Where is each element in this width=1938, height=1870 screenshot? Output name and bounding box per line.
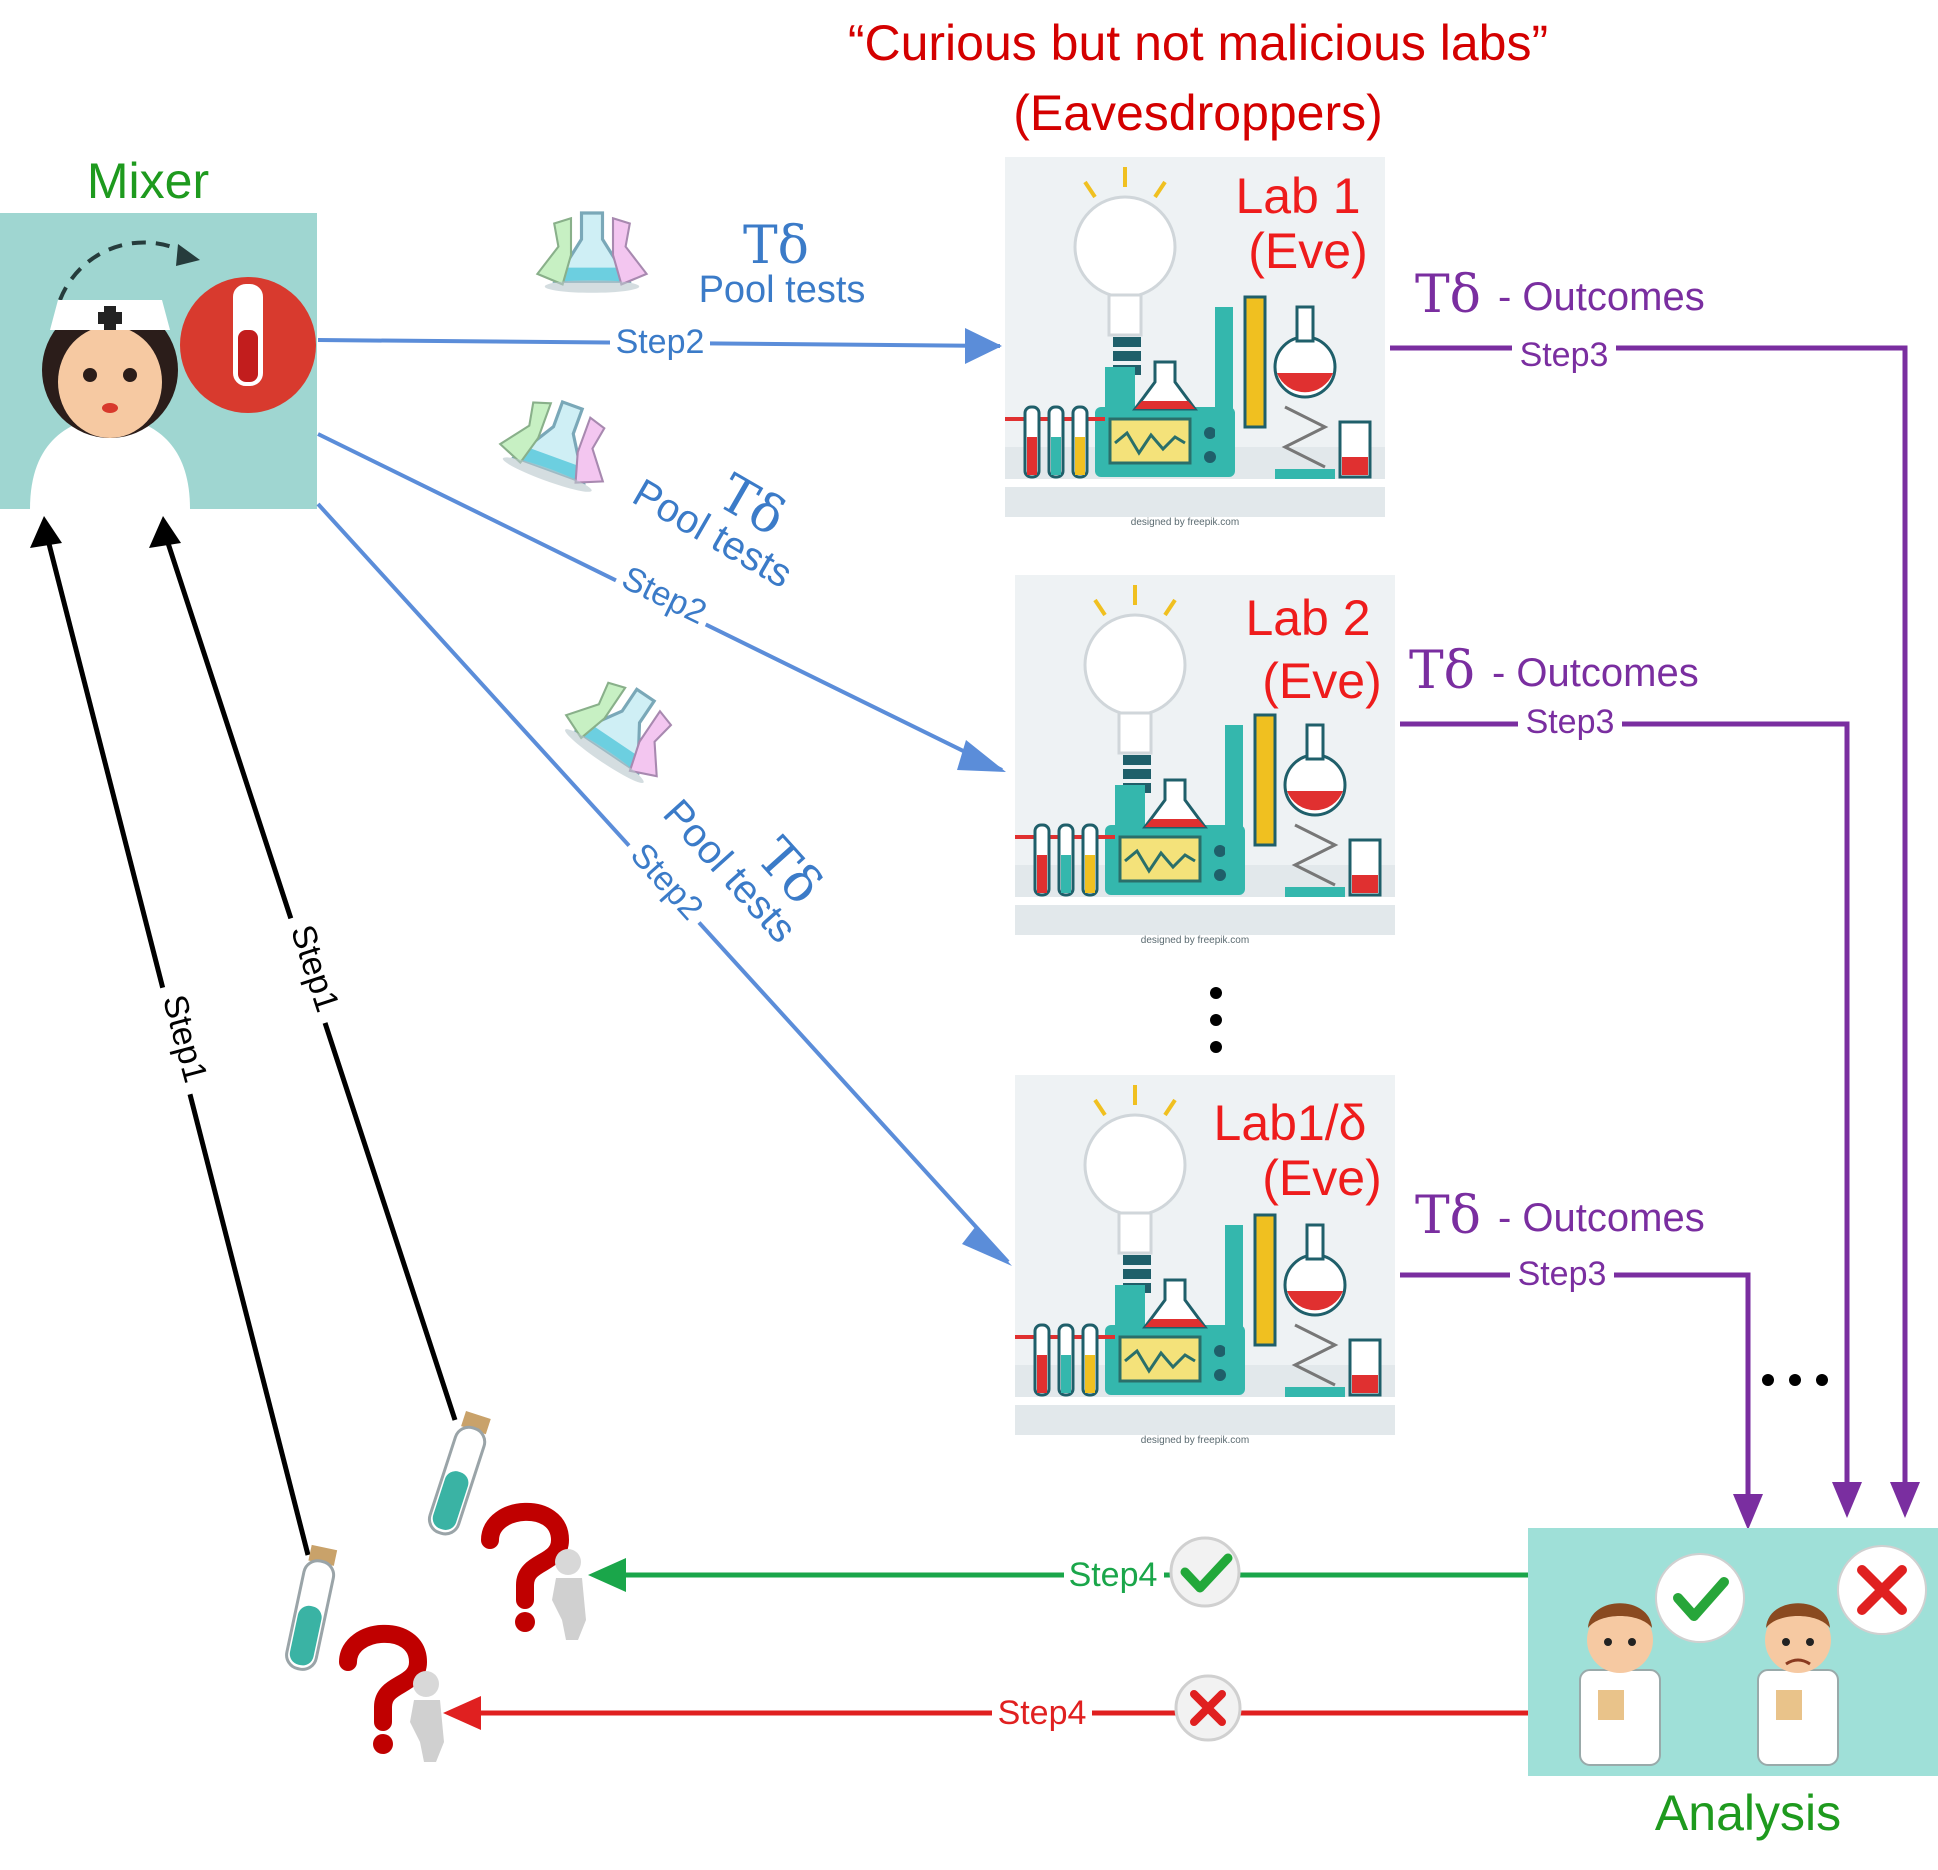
- step4-positive-text: Step4: [1069, 1556, 1158, 1594]
- step4-negative-text: Step4: [998, 1694, 1087, 1732]
- outcomes-label-3: - Outcomes: [1498, 1196, 1705, 1240]
- lab-credit: designed by freepik.com: [1141, 1435, 1249, 1446]
- cross-icon: [1174, 1674, 1242, 1742]
- lab-1-role: (Eve): [1248, 223, 1367, 279]
- step2-label-lab1: Step2: [610, 323, 710, 361]
- lab-1-name: Lab 1: [1235, 168, 1360, 224]
- outcomes-label-1: - Outcomes: [1498, 275, 1705, 319]
- step2-label-lab2: Step2: [611, 558, 717, 633]
- lab-n: designed by freepik.com: [1013, 1073, 1397, 1446]
- step3-text: Step3: [1526, 703, 1615, 741]
- lab-n-role: (Eve): [1262, 1150, 1381, 1206]
- flask-icon: [492, 385, 626, 501]
- outcomes-label-2: - Outcomes: [1492, 651, 1699, 695]
- lab-2: designed by freepik.com: [1013, 573, 1397, 946]
- step3-path-lab2: [1400, 721, 1862, 1518]
- lab-credit: designed by freepik.com: [1131, 517, 1239, 528]
- step4-positive-label: Step4: [1064, 1556, 1164, 1594]
- step3-path-labn: [1400, 1272, 1763, 1530]
- flask-icon: [535, 211, 649, 295]
- step3-path-lab1: [1390, 345, 1920, 1518]
- step3-horizontal-ellipsis: [1762, 1374, 1828, 1386]
- step1-text: Step1: [283, 920, 347, 1016]
- doctor-approve-icon: [1579, 1553, 1745, 1766]
- flask-icon: [554, 663, 693, 794]
- step2-text: Step2: [616, 559, 713, 632]
- step4-negative-arrow: [443, 1696, 1528, 1730]
- analysis-label: Analysis: [1655, 1785, 1841, 1841]
- question-person-icon: [328, 1622, 468, 1762]
- step4-negative-label: Step4: [992, 1694, 1092, 1732]
- header-title-line1: “Curious but not malicious labs”: [848, 15, 1548, 71]
- lab-credit: designed by freepik.com: [1141, 935, 1249, 946]
- header-title-line2: (Eavesdroppers): [1013, 85, 1383, 141]
- outcomes-symbol-3: Tδ: [1415, 1186, 1481, 1246]
- pool-symbol-1: Tδ: [743, 216, 809, 276]
- outcomes-symbol-1: Tδ: [1415, 265, 1481, 325]
- question-person-icon: [470, 1500, 610, 1640]
- step1-label-left: Step1: [152, 980, 218, 1097]
- mixer-label: Mixer: [87, 153, 209, 209]
- lab-n-name: Lab1/δ: [1214, 1095, 1367, 1151]
- step4-positive-arrow: [588, 1558, 1528, 1592]
- step3-label-lab1: Step3: [1512, 332, 1616, 374]
- analysis-panel: [1528, 1528, 1938, 1776]
- lab-2-role: (Eve): [1262, 653, 1381, 709]
- lab-1: designed by freepik.com: [1003, 155, 1387, 528]
- step3-label-labn: Step3: [1510, 1255, 1614, 1293]
- step3-label-lab2: Step3: [1518, 703, 1622, 741]
- lab-2-name: Lab 2: [1245, 590, 1370, 646]
- step1-label-right: Step1: [279, 910, 350, 1027]
- step3-text: Step3: [1520, 336, 1609, 374]
- nurse-icon: [0, 213, 317, 509]
- pool-label-1: Pool tests: [699, 269, 866, 311]
- lab-vertical-ellipsis: [1210, 987, 1222, 1053]
- outcomes-symbol-2: Tδ: [1409, 641, 1475, 701]
- doctor-reject-icon: [1757, 1545, 1927, 1766]
- step3-text: Step3: [1518, 1255, 1607, 1293]
- check-icon: [1169, 1536, 1241, 1608]
- step2-text: Step2: [616, 323, 705, 361]
- step1-text: Step1: [155, 991, 215, 1087]
